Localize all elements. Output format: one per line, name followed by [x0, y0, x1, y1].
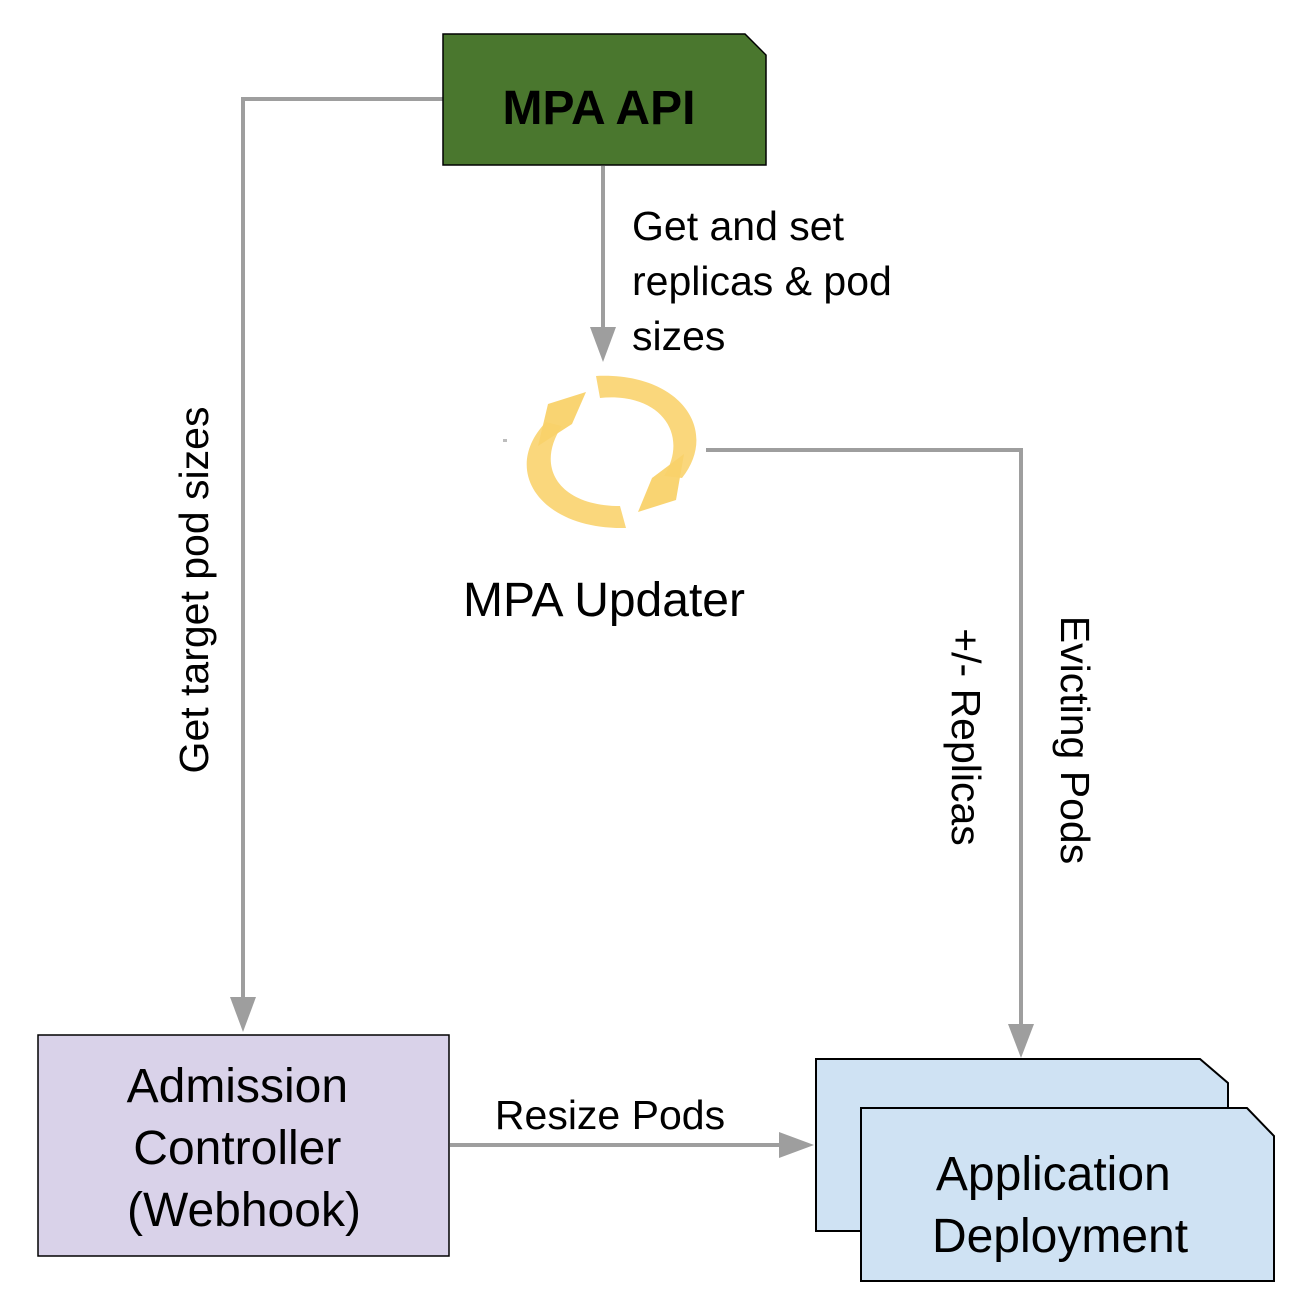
node-application-deployment: Application Deployment — [815, 1058, 1275, 1282]
arrowhead — [230, 997, 256, 1032]
stray-mark — [503, 439, 507, 442]
deployment-label-line: Application — [936, 1148, 1171, 1201]
edge-api-to-admission — [230, 97, 443, 1032]
admission-label-line: Controller — [133, 1122, 341, 1175]
mpa-updater-label: MPA Updater — [463, 574, 745, 627]
refresh-cycle-icon — [503, 375, 697, 529]
application-deployment-label: Application Deployment — [932, 1148, 1188, 1263]
mpa-api-box — [442, 33, 767, 166]
connector-line — [241, 97, 443, 1000]
cycle-arc-upper — [596, 375, 697, 478]
mpa-api-label: MPA API — [503, 82, 696, 135]
edge-label-line: replicas & pod — [632, 258, 892, 304]
connector-line — [706, 448, 1023, 1028]
deployment-label-line: Deployment — [932, 1210, 1188, 1263]
edge-label-replicas: +/- Replicas — [943, 628, 989, 846]
admission-controller-label: Admission Controller (Webhook) — [127, 1060, 362, 1237]
admission-label-line: (Webhook) — [127, 1184, 361, 1237]
edge-label-resize: Resize Pods — [495, 1092, 725, 1138]
arrowhead — [779, 1132, 814, 1158]
node-admission-controller: Admission Controller (Webhook) — [37, 1034, 450, 1257]
cycle-arc-lower — [526, 422, 626, 529]
edge-updater-to-deployment — [706, 448, 1034, 1058]
edge-label-evicting: Evicting Pods — [1052, 616, 1098, 864]
deployment-card-front — [860, 1107, 1275, 1282]
edge-label-get-set: Get and set replicas & pod sizes — [632, 203, 903, 359]
admission-label-line: Admission — [127, 1060, 348, 1113]
edge-label-line: sizes — [632, 313, 725, 359]
edge-label-line: Get and set — [632, 203, 845, 249]
edge-label-get-target: Get target pod sizes — [171, 407, 217, 774]
edge-api-to-updater — [590, 166, 616, 362]
edge-admission-to-deployment — [450, 1132, 814, 1158]
arrowhead — [1008, 1024, 1034, 1058]
arrowhead — [590, 327, 616, 362]
admission-controller-box — [37, 1034, 450, 1257]
node-mpa-updater: MPA Updater — [463, 375, 745, 627]
cycle-arrowhead-upper — [638, 454, 684, 512]
node-mpa-api: MPA API — [442, 33, 767, 166]
cycle-arrowhead-lower — [538, 392, 586, 446]
